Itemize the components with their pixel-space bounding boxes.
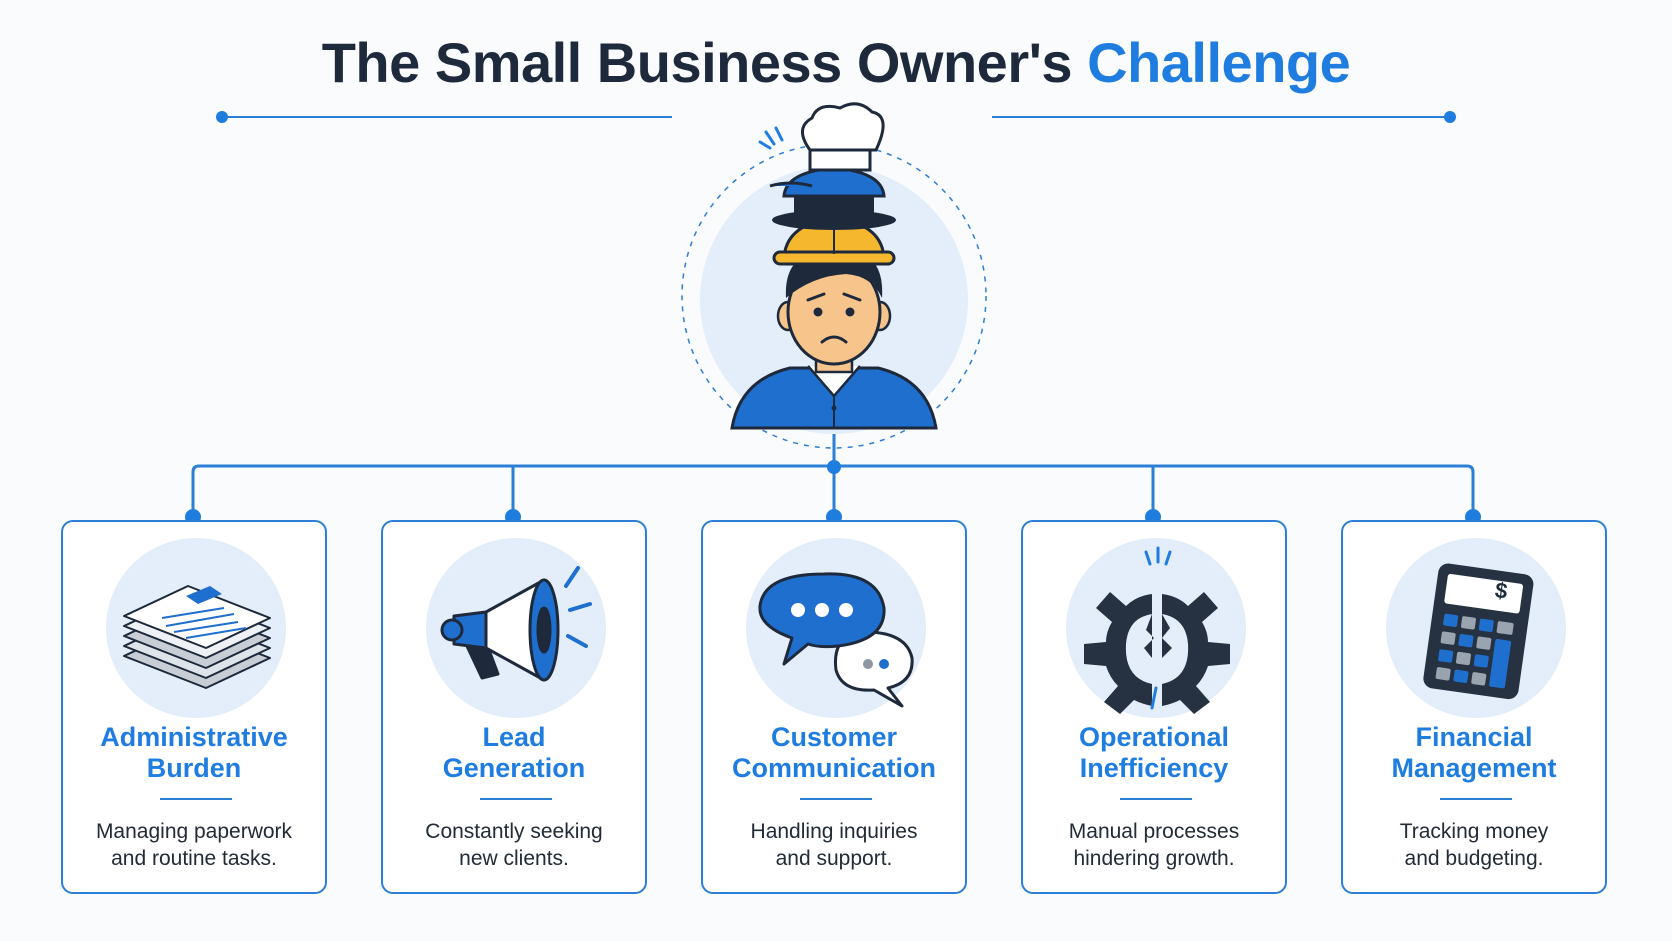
card-title: Financial Management <box>1391 722 1557 783</box>
card-divider <box>1120 798 1192 800</box>
card-title: Lead Generation <box>442 722 586 783</box>
title-rule-left <box>216 111 672 123</box>
document-stack-icon <box>106 538 286 718</box>
card-divider <box>480 798 552 800</box>
megaphone-icon <box>426 538 606 718</box>
challenge-card-administrative: Administrative Burden Managing paperwork… <box>61 520 327 894</box>
card-title: Operational Inefficiency <box>1078 722 1230 783</box>
page-title: The Small Business Owner's Challenge <box>0 30 1672 95</box>
title-rule-right <box>992 111 1456 123</box>
broken-gear-icon <box>1066 538 1246 718</box>
challenge-card-lead-generation: Lead Generation Constantly seeking new c… <box>381 520 647 894</box>
challenge-card-operational-inefficiency: Operational Inefficiency Manual processe… <box>1021 520 1287 894</box>
card-divider <box>1440 798 1512 800</box>
card-divider <box>160 798 232 800</box>
title-accent: Challenge <box>1087 31 1351 94</box>
card-description: Handling inquiries and support. <box>750 820 918 870</box>
card-description: Tracking money and budgeting. <box>1399 820 1549 870</box>
card-title: Administrative Burden <box>100 722 288 783</box>
business-owner-illustration <box>681 102 987 449</box>
card-title: Customer Communication <box>731 722 936 783</box>
calculator-icon: $ <box>1386 538 1566 718</box>
title-main: The Small Business Owner's <box>321 31 1073 94</box>
challenge-card-customer-communication: Customer Communication Handling inquirie… <box>701 520 967 894</box>
card-description: Manual processes hindering growth. <box>1068 820 1240 870</box>
card-description: Managing paperwork and routine tasks. <box>95 820 293 870</box>
card-divider <box>800 798 872 800</box>
challenge-card-financial-management: $ Financial Management Tracking money an… <box>1341 520 1607 894</box>
chat-bubbles-icon <box>746 538 926 718</box>
card-description: Constantly seeking new clients. <box>425 820 603 870</box>
